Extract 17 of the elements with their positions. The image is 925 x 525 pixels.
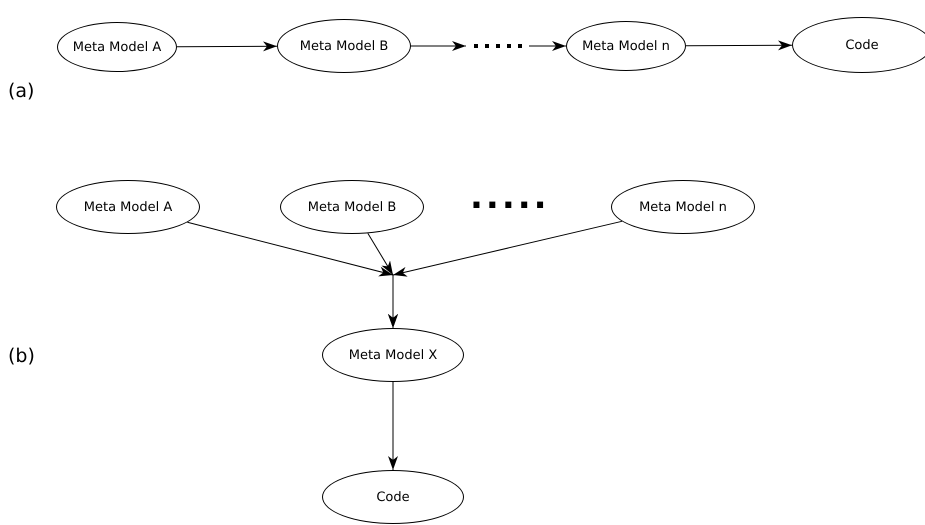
ellipse-node: Meta Model X (322, 328, 464, 382)
ellipse-node: Meta Model A (56, 180, 200, 234)
ellipse-node: Meta Model B (280, 180, 424, 234)
arrow (686, 40, 792, 50)
ellipse-node: Meta Model n (611, 180, 755, 234)
panel-label: (a) (8, 82, 34, 101)
arrow (388, 382, 398, 470)
panel-label: (b) (8, 347, 35, 366)
arrow (176, 41, 278, 52)
arrow (410, 41, 566, 51)
ellipsis-dots: ..... (470, 180, 550, 214)
ellipse-node: Meta Model B (277, 19, 411, 73)
ellipse-node: Meta Model A (57, 22, 177, 72)
ellipse-node: Code (792, 17, 925, 73)
ellipse-node: Meta Model n (566, 21, 686, 71)
arrow (388, 220, 622, 328)
ellipse-node: Code (322, 470, 464, 524)
